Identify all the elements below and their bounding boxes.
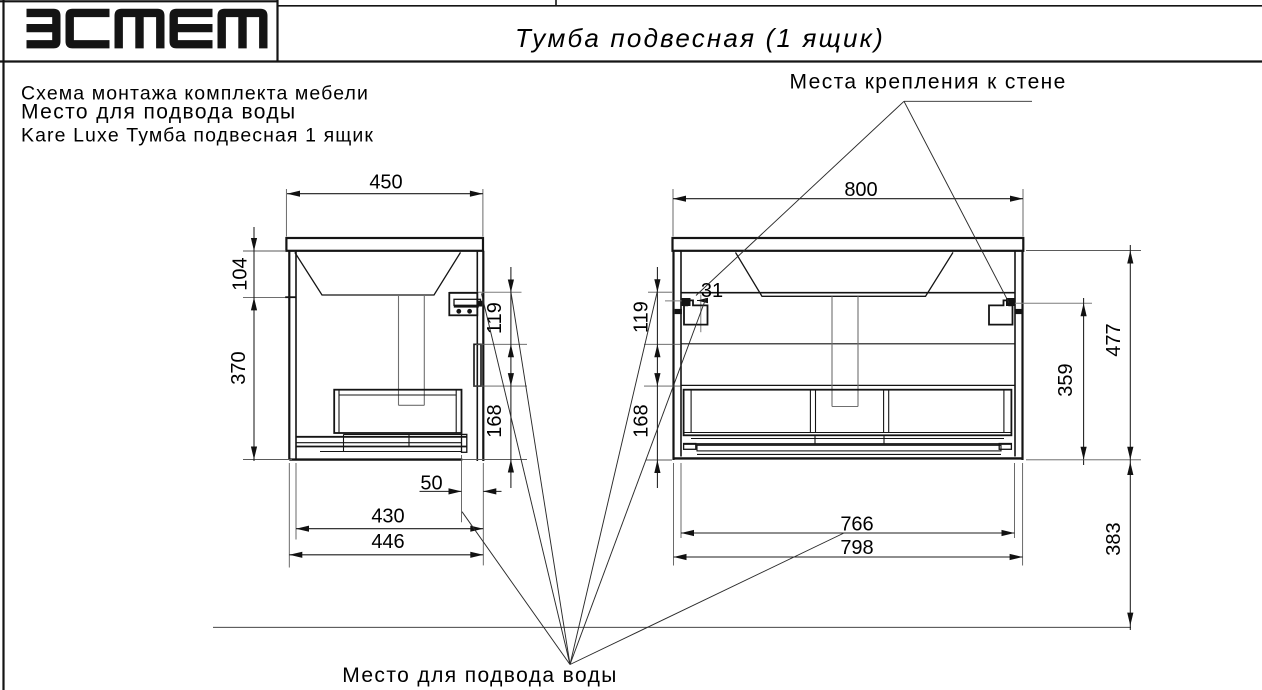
front-basin-profile xyxy=(734,252,954,297)
dim-168-side-value: 168 xyxy=(484,404,506,437)
side-wall-bracket xyxy=(448,291,522,317)
front-body xyxy=(672,250,1024,460)
water-supply-callout: Место для подвода воды xyxy=(342,290,845,687)
dim-430-value: 430 xyxy=(371,506,404,528)
front-right-bracket xyxy=(988,298,1092,326)
front-view-cabinet xyxy=(665,236,1092,460)
dim-477-383: 477 383 xyxy=(1026,245,1141,630)
estet-logo-icon xyxy=(26,8,268,49)
dim-168-front-value: 168 xyxy=(631,404,653,437)
front-view-dimensions: 800 31 119 168 359 xyxy=(631,179,1141,630)
note-line-1: Схема монтажа комплекта мебели xyxy=(21,83,369,105)
dim-370-value: 370 xyxy=(228,351,250,384)
side-basin-profile xyxy=(294,252,462,296)
front-drain-pipe xyxy=(831,296,859,408)
sheet-title: Тумба подвесная (1 ящик) xyxy=(515,23,885,53)
dim-104-370: 104 370 xyxy=(228,227,296,461)
side-drain-pipe xyxy=(397,295,425,406)
dim-359-value: 359 xyxy=(1055,363,1077,396)
dim-450: 450 xyxy=(285,172,484,237)
dim-31-value: 31 xyxy=(701,280,723,302)
note-line-3: Kare Luxe Тумба подвесная 1 ящик xyxy=(21,125,374,147)
water-supply-label: Место для подвода воды xyxy=(342,664,618,687)
front-drawer xyxy=(682,388,1013,437)
side-drawer-rails xyxy=(296,433,468,453)
dim-800-value: 800 xyxy=(844,179,877,201)
bracket-screw-icon xyxy=(467,308,472,314)
notes-block: Схема монтажа комплекта мебели Место для… xyxy=(21,83,374,147)
dim-798-value: 798 xyxy=(840,537,873,559)
dim-766-value: 766 xyxy=(840,514,873,536)
wall-mount-callout: Места крепления к стене xyxy=(695,71,1067,304)
dim-119-168-front: 119 168 xyxy=(631,267,681,488)
dim-119-front-value: 119 xyxy=(631,301,653,333)
front-drawer-rails xyxy=(682,435,1013,455)
dim-119-168-side: 119 168 xyxy=(462,267,527,488)
dim-450-value: 450 xyxy=(369,172,402,194)
dim-383-value: 383 xyxy=(1103,522,1125,555)
dim-800: 800 xyxy=(672,179,1024,237)
wall-mount-label: Места крепления к стене xyxy=(790,71,1067,94)
side-drawer xyxy=(333,388,463,434)
bracket-screw-icon xyxy=(456,308,462,314)
side-view-cabinet xyxy=(285,236,522,461)
side-body xyxy=(288,250,485,461)
front-countertop xyxy=(671,236,1025,252)
side-view-dimensions: 450 104 370 119 168 xyxy=(228,172,527,568)
dim-477-value: 477 xyxy=(1103,323,1125,356)
dim-766-798: 766 798 xyxy=(673,463,1024,566)
dim-104-value: 104 xyxy=(230,257,252,290)
note-line-2: Место для подвода воды xyxy=(21,101,297,124)
dim-50-430-446: 50 430 446 xyxy=(288,455,502,568)
side-countertop xyxy=(285,236,485,252)
dim-359: 359 xyxy=(1055,298,1087,465)
dim-50-value: 50 xyxy=(420,473,442,495)
dim-31: 31 xyxy=(697,280,723,304)
dim-446-value: 446 xyxy=(371,531,404,553)
